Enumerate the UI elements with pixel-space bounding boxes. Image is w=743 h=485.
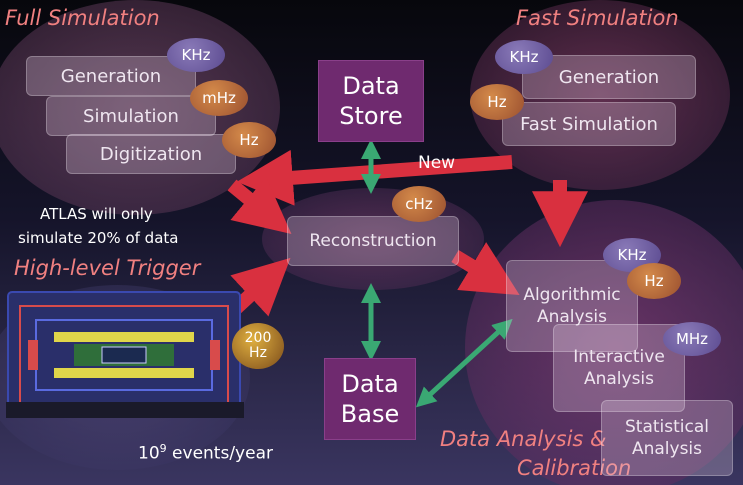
atlas-note-line2: simulate 20% of data	[18, 229, 179, 247]
rate-badge-mhz: mHz	[190, 80, 248, 116]
rate-badge-khz: KHz	[167, 38, 225, 72]
statistical-analysis-box: Statistical Analysis	[601, 400, 733, 476]
data-base-box: Data Base	[324, 358, 416, 440]
fast-rate-badge-hz: Hz	[470, 84, 524, 120]
data-analysis-title: Data Analysis &	[440, 427, 607, 451]
reco-rate-badge-chz: cHz	[392, 186, 446, 222]
events-exponent: 9	[159, 442, 167, 455]
atlas-detector-image	[6, 291, 244, 418]
events-rest: events/year	[166, 443, 273, 464]
new-arrow	[236, 149, 513, 206]
full-simulation-box: Simulation	[46, 96, 216, 136]
algorithmic-analysis-box: Algorithmic Analysis	[506, 260, 638, 352]
high-level-trigger-title: High-level Trigger	[14, 256, 201, 280]
atlas-note-line1: ATLAS will only	[40, 205, 153, 223]
fullsim-to-reco-arrow	[227, 176, 292, 235]
analysis-rate-badge-hz: Hz	[627, 263, 681, 299]
fast-simulation-title: Fast Simulation	[516, 6, 679, 30]
rate-badge-hz: Hz	[222, 122, 276, 158]
fast-rate-badge-khz: KHz	[495, 40, 553, 74]
full-generation-box: Generation	[26, 56, 196, 96]
trigger-rate-badge: 200 Hz	[232, 323, 284, 369]
new-label: New	[418, 153, 456, 173]
calibration-title: Calibration	[517, 456, 632, 480]
database-analysis-arrow	[415, 318, 513, 408]
data-store-box: Data Store	[318, 60, 424, 142]
reconstruction-box: Reconstruction	[287, 216, 459, 266]
reconstruction-group	[262, 188, 484, 290]
events-base: 10	[138, 443, 160, 464]
fast-simulation-box: Fast Simulation	[502, 102, 676, 146]
full-simulation-title: Full Simulation	[5, 6, 160, 30]
analysis-rate-badge-mhz: MHz	[663, 322, 721, 356]
events-per-year-label: 109 events/year	[138, 442, 273, 464]
digitization-box: Digitization	[66, 134, 236, 174]
reco-to-analysis-arrow	[451, 242, 520, 296]
